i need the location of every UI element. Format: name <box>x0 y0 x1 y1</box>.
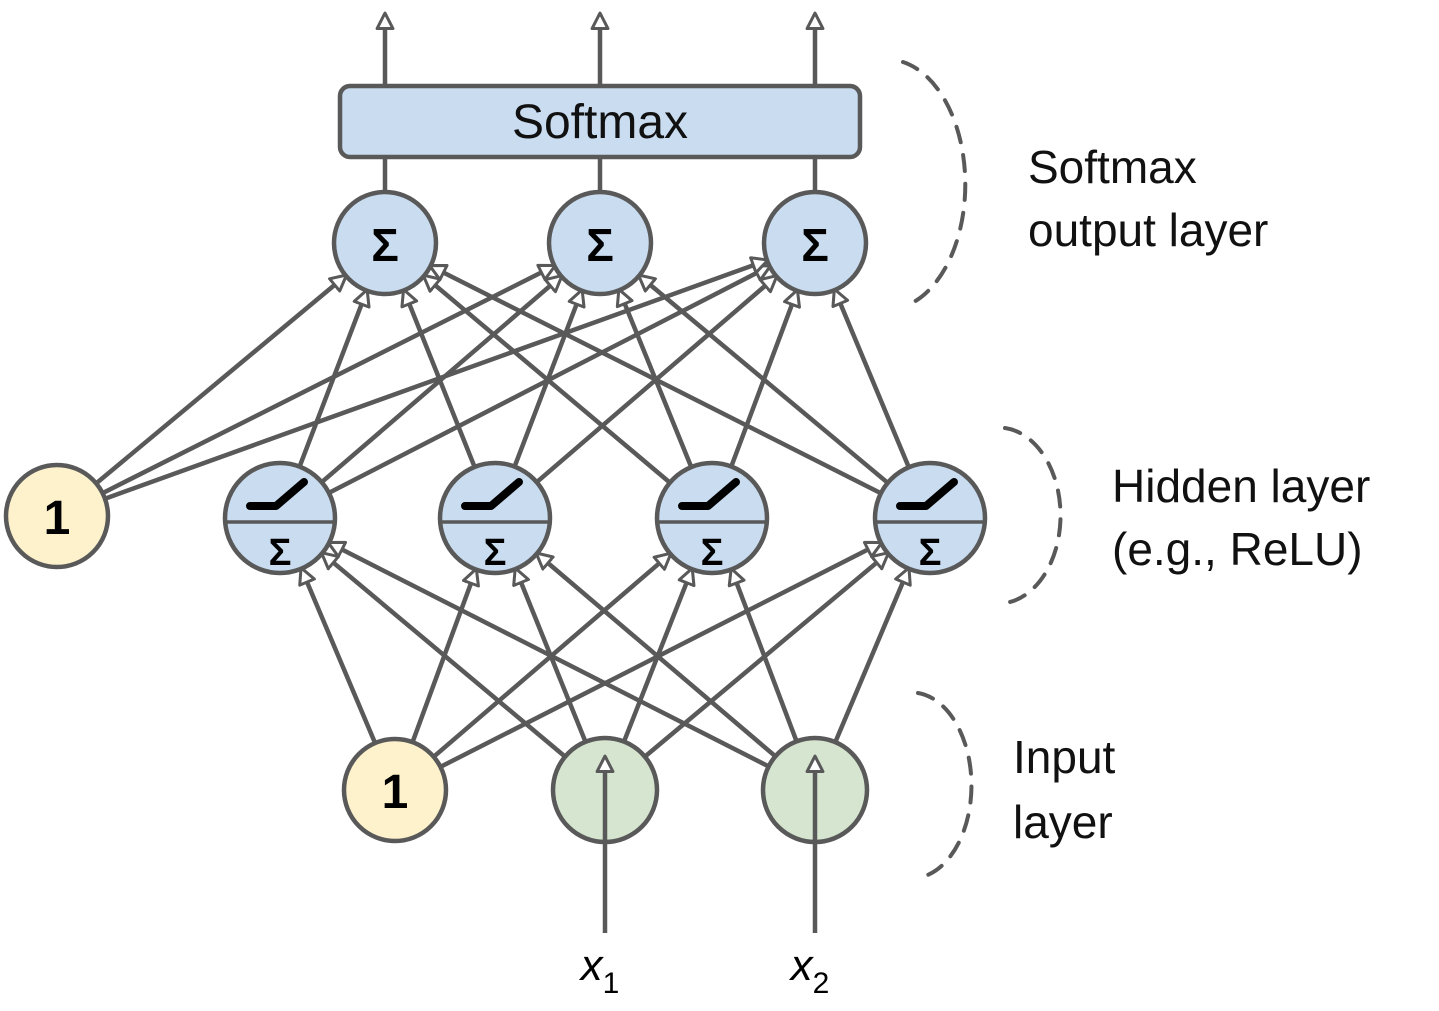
input-layer-brace <box>916 691 974 879</box>
hidden-bias-node: 1 <box>3 462 111 570</box>
hidden-layer-brace <box>1003 426 1063 604</box>
input-arrows: x1 x2 <box>579 754 830 1000</box>
output-layer-nodes: Σ Σ Σ <box>331 189 869 297</box>
softmax-box-group: Softmax <box>337 11 863 192</box>
hidden-node-circle <box>222 460 338 576</box>
relu-icon <box>246 478 308 510</box>
relu-icon <box>461 478 523 510</box>
edge <box>298 566 377 743</box>
hidden-node-2: Σ <box>437 460 553 576</box>
edge <box>534 551 777 759</box>
hidden-layer-nodes: Σ Σ Σ Σ <box>222 460 988 576</box>
edge <box>831 287 911 469</box>
input-label-x2: x2 <box>789 941 830 1000</box>
edge <box>94 273 349 486</box>
hidden-node-symbol: Σ <box>269 532 292 574</box>
edge <box>319 551 567 759</box>
output-layer-brace <box>901 60 968 305</box>
hidden-node-symbol: Σ <box>919 532 942 574</box>
hidden-layer-label-line2: (e.g., ReLU) <box>1112 523 1363 575</box>
output-node-1 <box>331 189 439 297</box>
hidden-layer-label-line1: Hidden layer <box>1112 460 1370 512</box>
input-layer-label-line2: layer <box>1013 796 1113 848</box>
output-node-1-symbol: Σ <box>371 219 399 271</box>
edge <box>101 263 557 496</box>
edge <box>104 256 770 501</box>
input-bias-node <box>341 736 449 844</box>
hidden-node-symbol: Σ <box>484 532 507 574</box>
edges-hidden-to-output <box>297 263 911 496</box>
relu-icon <box>678 478 740 510</box>
edge <box>428 263 882 496</box>
edges-input-to-hidden <box>298 540 912 769</box>
hidden-node-1: Σ <box>222 460 338 576</box>
edge <box>636 273 890 485</box>
input-label-x1: x1 <box>579 941 620 1000</box>
hidden-node-4: Σ <box>872 460 988 576</box>
input-bias-label: 1 <box>382 766 409 819</box>
edge <box>326 540 770 769</box>
output-layer-label-line1: Softmax <box>1028 141 1197 193</box>
input-layer-label-line1: Input <box>1013 731 1116 783</box>
softmax-box-label: Softmax <box>512 96 688 149</box>
edges-bias-to-output <box>94 256 770 501</box>
edge <box>440 540 884 769</box>
output-layer-label-line2: output layer <box>1028 204 1268 256</box>
bias-node-label: 1 <box>44 492 71 545</box>
output-node-2 <box>546 189 654 297</box>
output-node-2-symbol: Σ <box>586 219 614 271</box>
edge <box>643 551 891 759</box>
hidden-node-circle <box>654 460 770 576</box>
hidden-node-circle <box>437 460 553 576</box>
output-node-3-symbol: Σ <box>801 219 829 271</box>
output-node-3 <box>761 189 869 297</box>
annotation-braces <box>901 60 1063 879</box>
hidden-node-circle <box>872 460 988 576</box>
edge <box>833 566 912 743</box>
hidden-node-symbol: Σ <box>701 532 724 574</box>
softmax-box <box>337 83 863 160</box>
edge <box>727 567 799 743</box>
hidden-node-3: Σ <box>654 460 770 576</box>
bias-node <box>3 462 111 570</box>
relu-icon <box>896 478 958 510</box>
annotation-labels: Softmax output layer Hidden layer (e.g.,… <box>1013 141 1370 848</box>
